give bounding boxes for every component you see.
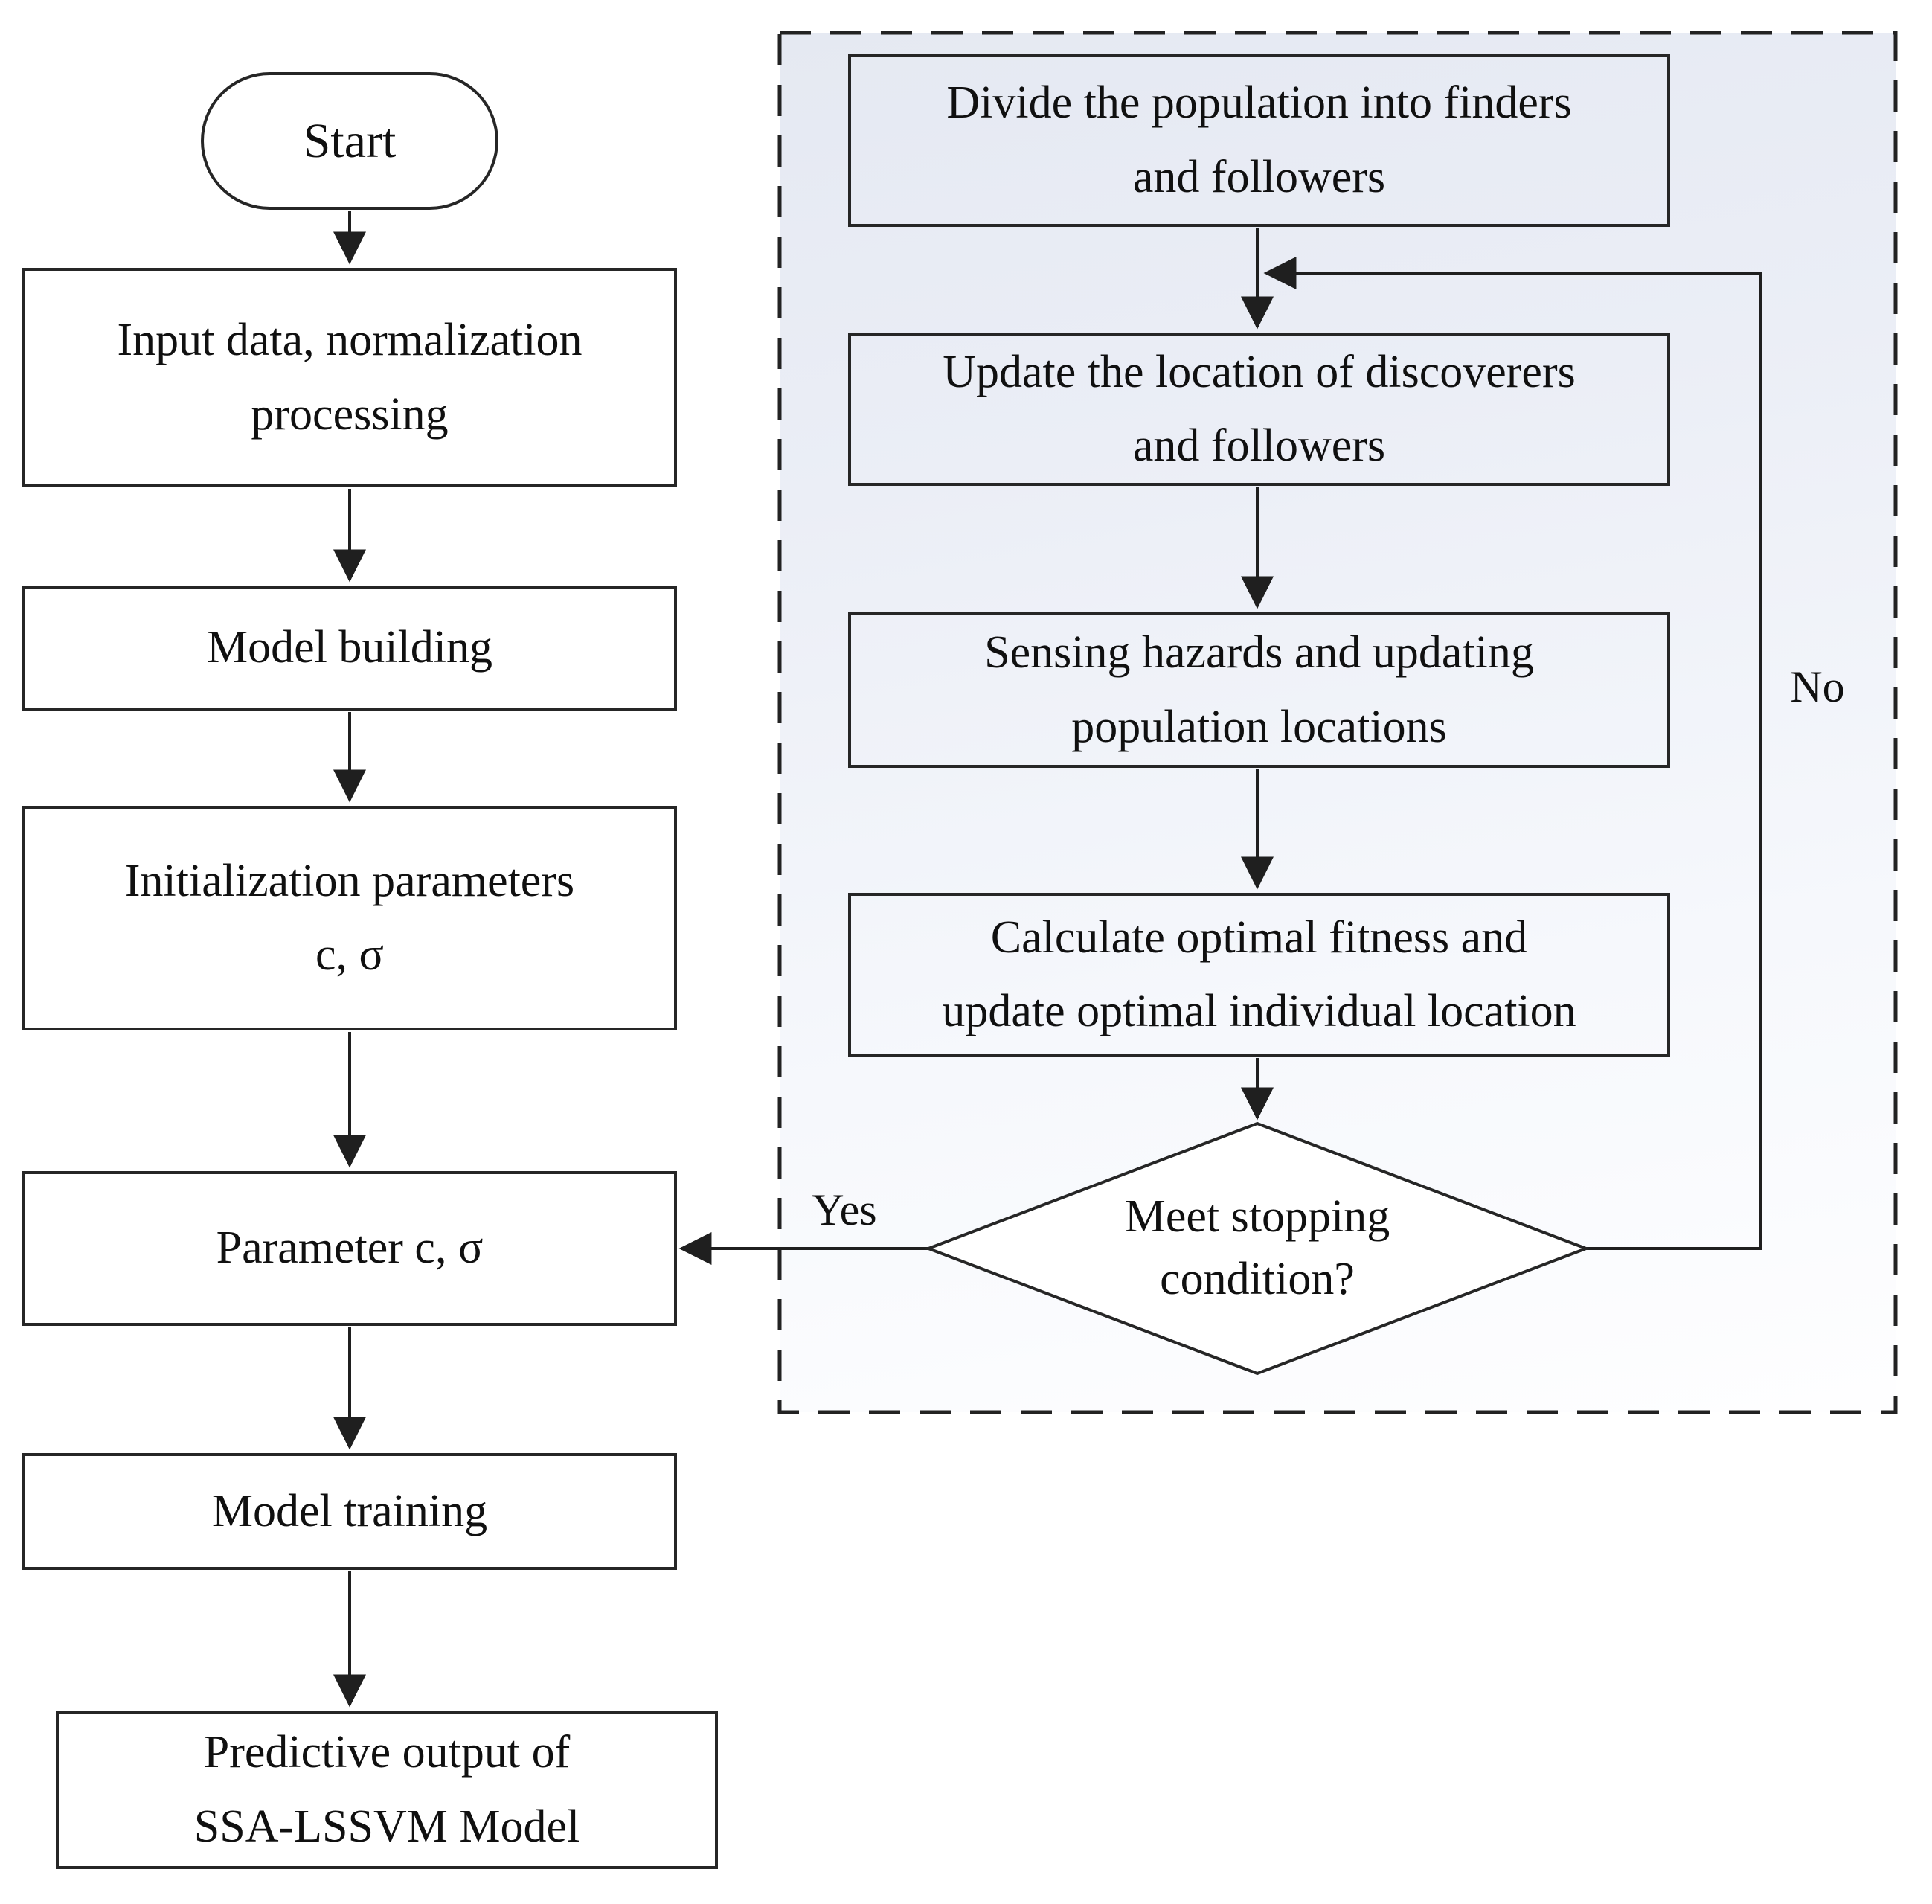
yes-edge-label: Yes bbox=[770, 1173, 919, 1247]
flow-box-model-building: Model building bbox=[22, 586, 677, 711]
flow-box-line: c, σ bbox=[315, 929, 384, 980]
flow-box-calculate-fitness: Calculate optimal fitness and update opt… bbox=[848, 893, 1670, 1057]
flow-box-line: Model training bbox=[211, 1485, 488, 1536]
flow-box-model-training: Model training bbox=[22, 1453, 677, 1570]
decision-diamond-label: Meet stopping condition? bbox=[1034, 1158, 1480, 1339]
flow-box-update-location: Update the location of discoverers and f… bbox=[848, 333, 1670, 486]
flow-box-sensing-hazards: Sensing hazards and updating population … bbox=[848, 612, 1670, 768]
decision-line: condition? bbox=[1160, 1254, 1355, 1304]
flow-box-line: population locations bbox=[1071, 701, 1447, 752]
start-node: Start bbox=[201, 72, 498, 210]
flow-box-line: Sensing hazards and updating bbox=[984, 627, 1534, 679]
flow-box-line: update optimal individual location bbox=[942, 986, 1576, 1036]
flow-box-line: Update the location of discoverers bbox=[943, 346, 1576, 397]
flow-box-line: and followers bbox=[1132, 420, 1386, 471]
decision-line: Meet stopping bbox=[1124, 1191, 1390, 1243]
flow-box-line: Initialization parameters bbox=[124, 855, 575, 906]
flow-box-input-data: Input data, normalization processing bbox=[22, 268, 677, 487]
start-label: Start bbox=[303, 113, 397, 168]
flow-box-line: Model building bbox=[206, 622, 493, 673]
flow-box-line: processing bbox=[251, 388, 449, 440]
flow-box-parameter-c-sigma: Parameter c, σ bbox=[22, 1171, 677, 1326]
yes-text: Yes bbox=[812, 1185, 877, 1234]
flow-box-initialization-parameters: Initialization parameters c, σ bbox=[22, 806, 677, 1030]
flow-box-line: SSA-LSSVM Model bbox=[193, 1801, 580, 1852]
no-text: No bbox=[1790, 661, 1845, 711]
no-edge-label: No bbox=[1773, 650, 1862, 724]
flow-box-line: and followers bbox=[1132, 151, 1386, 202]
flow-box-predictive-output: Predictive output of SSA-LSSVM Model bbox=[56, 1711, 718, 1869]
flow-box-line: Divide the population into finders bbox=[946, 77, 1572, 129]
flow-box-divide-population: Divide the population into finders and f… bbox=[848, 54, 1670, 227]
flow-box-line: Parameter c, σ bbox=[216, 1222, 484, 1274]
flow-box-line: Calculate optimal fitness and bbox=[990, 911, 1528, 963]
flow-box-line: Input data, normalization bbox=[117, 315, 583, 366]
flow-box-line: Predictive output of bbox=[203, 1727, 571, 1778]
